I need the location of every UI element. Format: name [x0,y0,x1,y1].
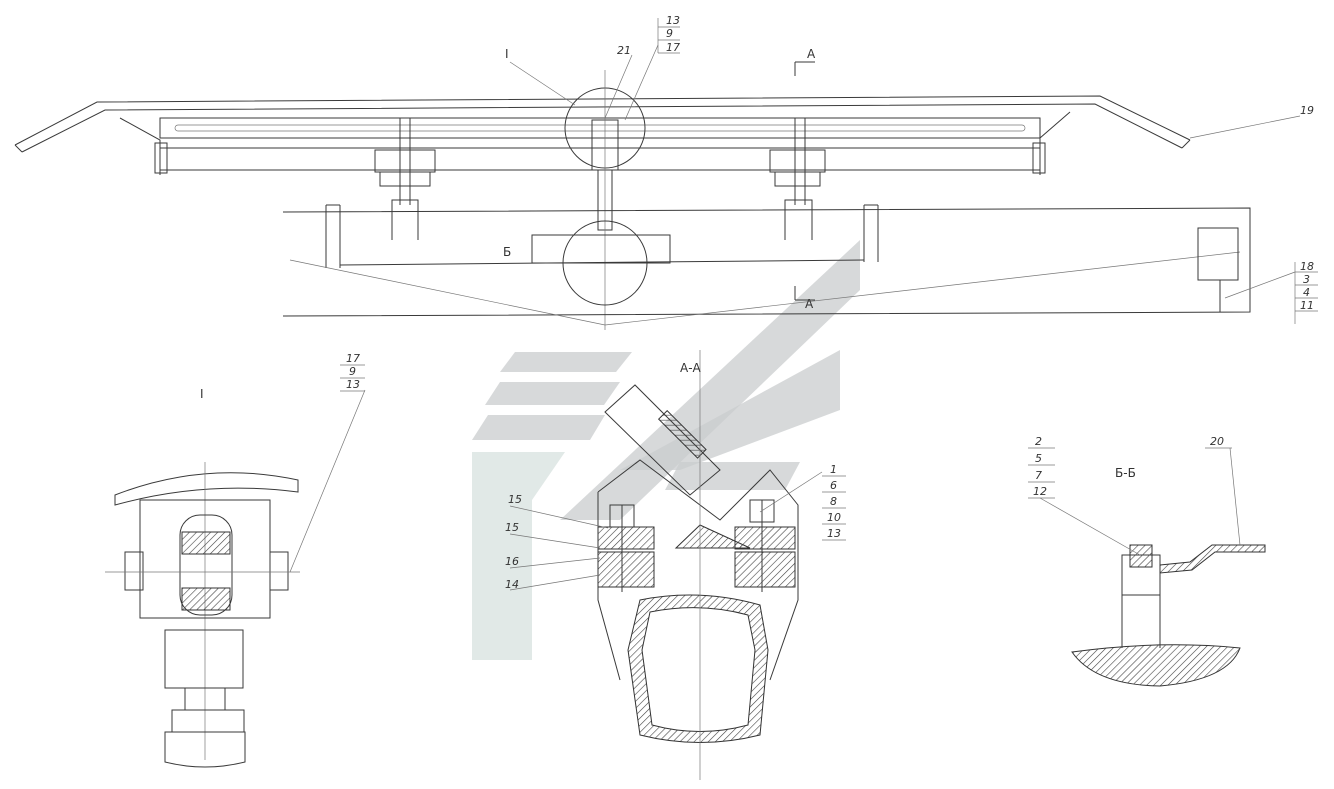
label-9-top: 9 [666,27,673,40]
label-13-top: 13 [666,14,680,27]
label-16: 16 [505,555,519,568]
label-I-left: I [200,387,204,401]
label-2: 2 [1035,435,1042,448]
label-section-BB: Б-Б [1115,466,1136,480]
section-view-BB [1028,447,1266,687]
label-8: 8 [830,495,837,508]
detail-view-I [105,364,366,768]
label-15b: 15 [505,521,519,534]
label-1: 1 [830,463,837,476]
label-A-top: A [807,47,816,61]
label-18: 18 [1300,260,1314,273]
label-7: 7 [1035,469,1042,482]
label-5: 5 [1035,452,1042,465]
labels: 19 13 9 17 21 I A A Б 18 3 4 11 17 9 13 … [200,14,1314,591]
label-3: 3 [1303,273,1310,286]
label-11: 11 [1300,299,1314,312]
label-14: 14 [505,578,519,591]
label-section-B-marker: Б [503,245,511,259]
label-section-AA: А-А [680,361,702,375]
label-9-left: 9 [349,365,356,378]
label-4: 4 [1303,286,1310,299]
section-view-AA [509,350,846,780]
label-13-right: 13 [827,527,841,540]
label-15a: 15 [508,493,522,506]
label-A-mid: A [805,297,814,311]
watermark-logo [472,240,860,660]
label-19: 19 [1300,104,1314,117]
label-12: 12 [1033,485,1047,498]
label-17-left: 17 [346,352,360,365]
label-21: 21 [617,44,631,57]
label-10: 10 [827,511,841,524]
main-assembly-view [14,18,1318,330]
label-13-left: 13 [346,378,360,391]
label-I-top: I [505,47,509,61]
label-17-top: 17 [666,41,680,54]
label-20: 20 [1210,435,1224,448]
label-6: 6 [830,479,837,492]
